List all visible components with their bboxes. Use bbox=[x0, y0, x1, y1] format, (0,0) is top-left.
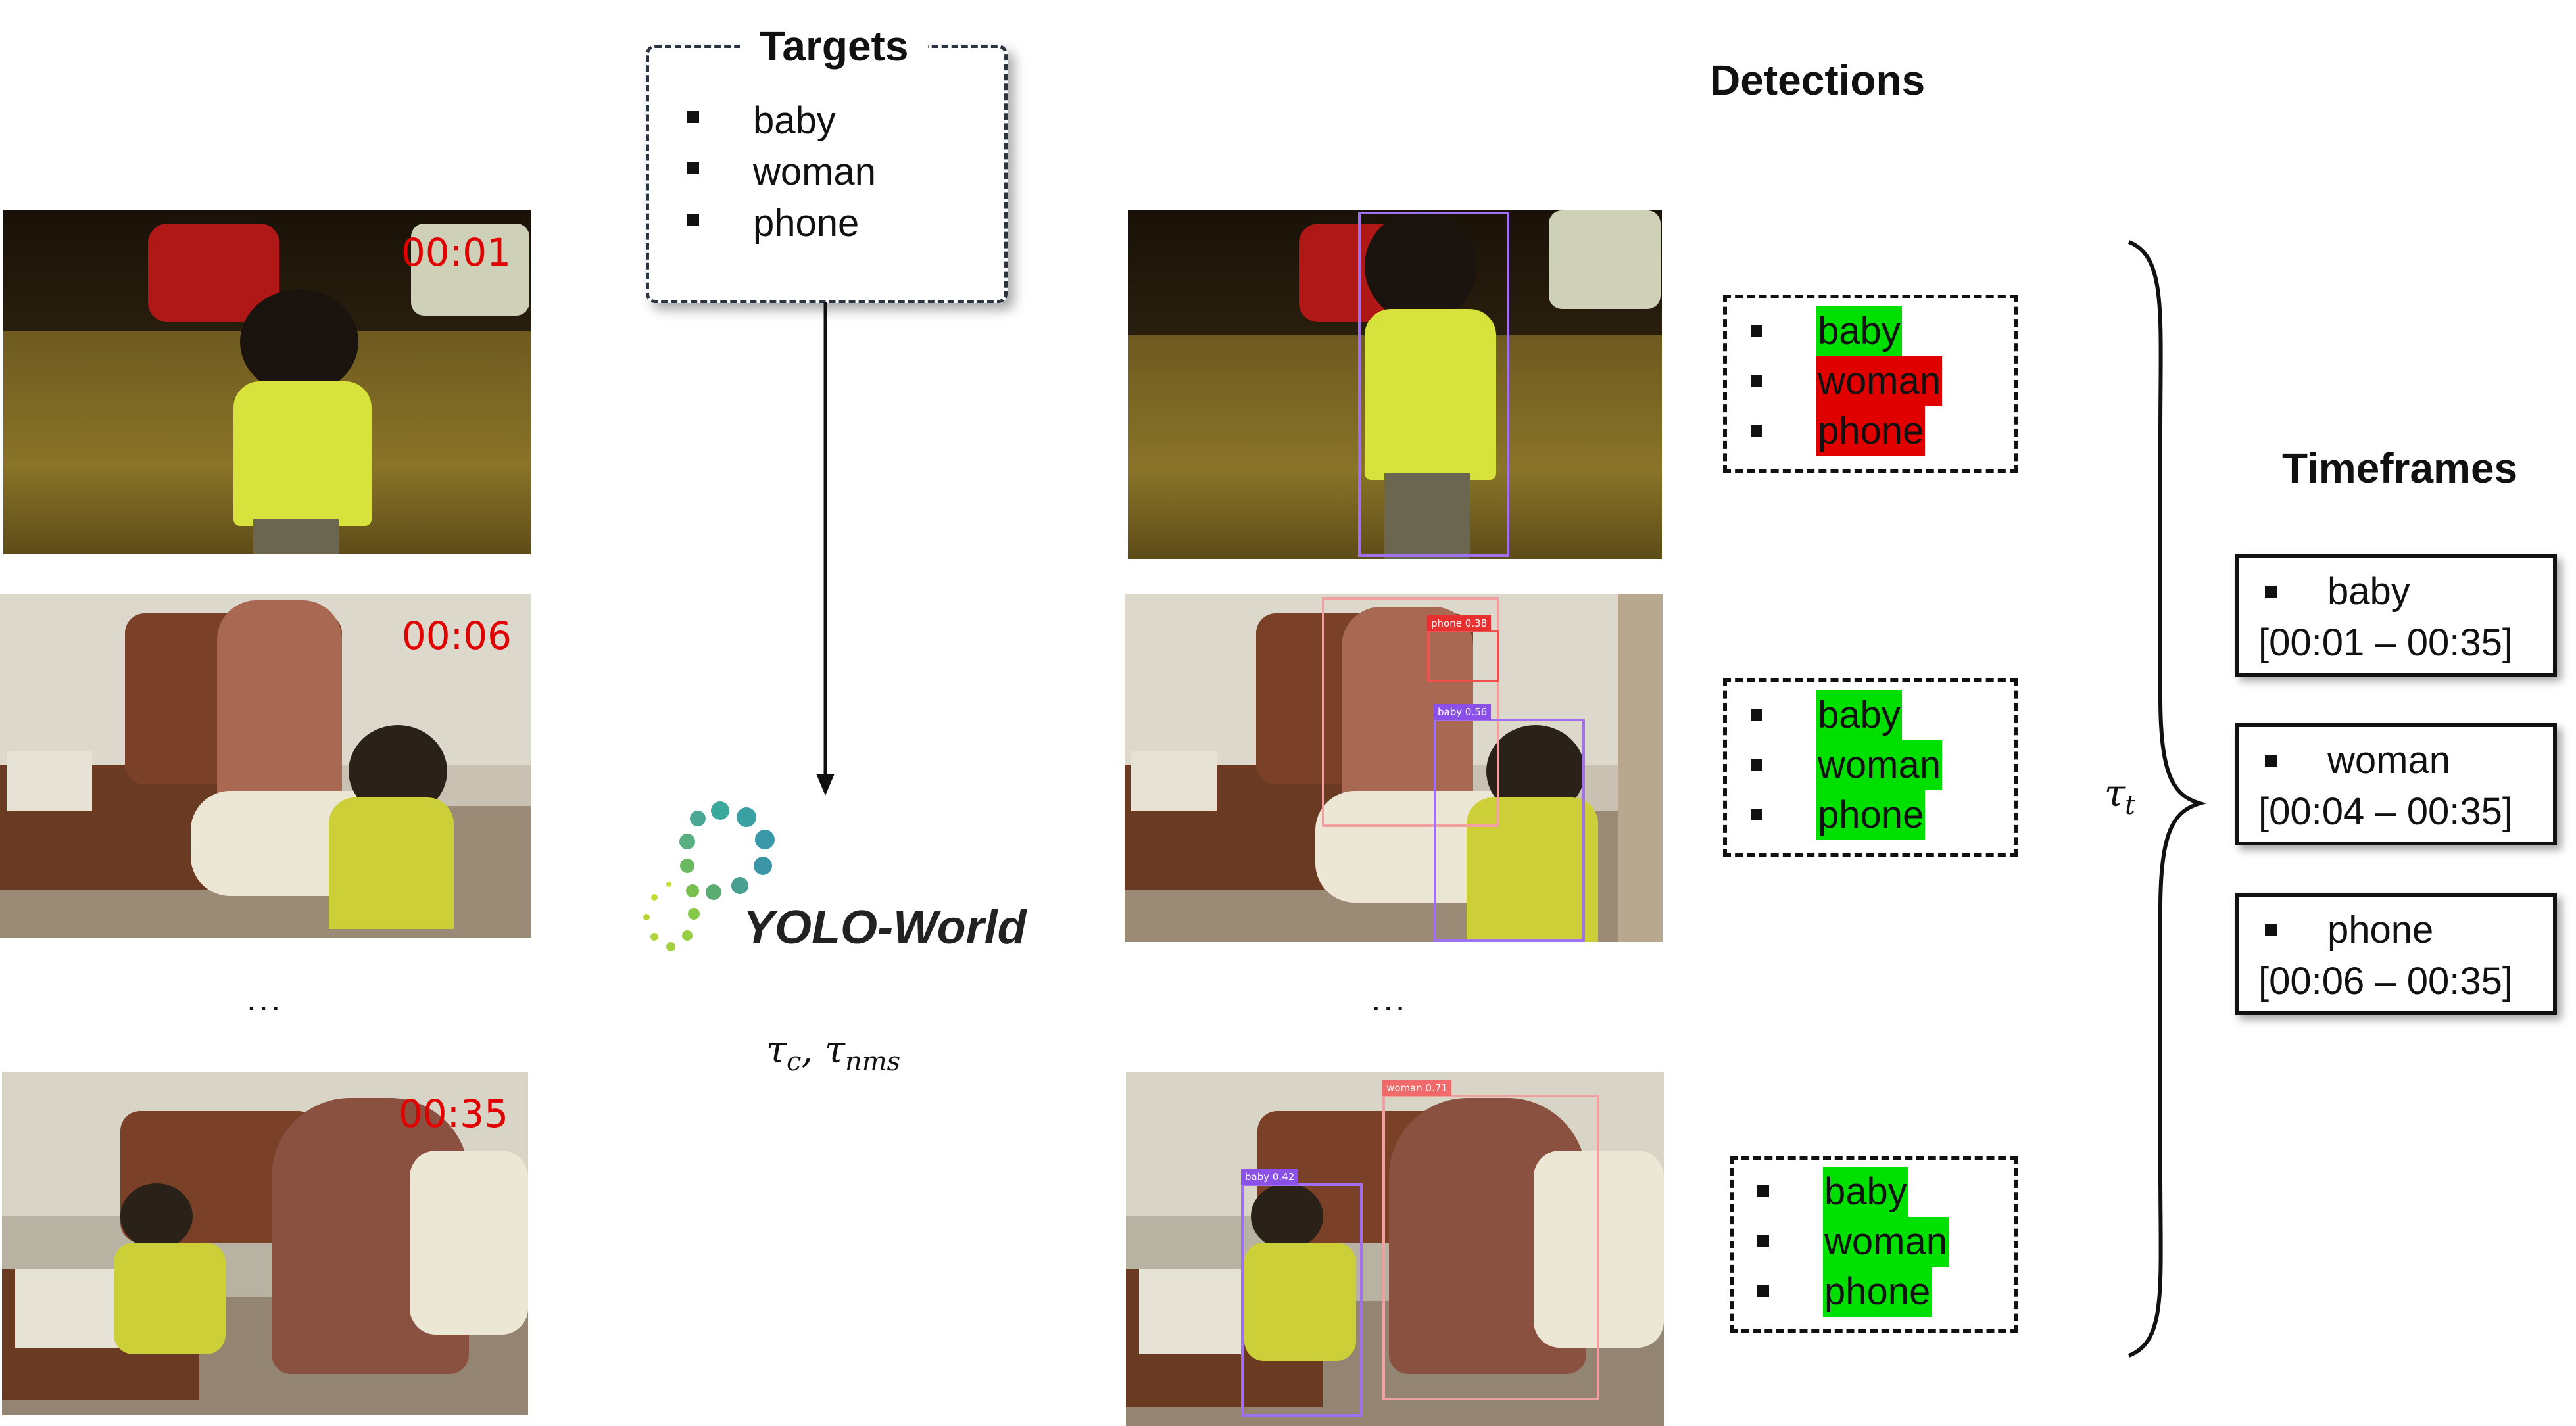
magazine-image bbox=[7, 751, 92, 811]
detections-box-3 bbox=[1730, 1156, 2018, 1333]
detection-bbox-woman bbox=[1322, 597, 1499, 827]
bullet-icon bbox=[1751, 809, 1762, 820]
detected-frame-1 bbox=[1128, 210, 1662, 559]
bbox-label: baby 0.56 bbox=[1434, 704, 1492, 720]
bullet-icon bbox=[1757, 1185, 1769, 1197]
baby-head-image bbox=[1251, 1183, 1323, 1249]
bullet-icon bbox=[1751, 709, 1762, 721]
bbox-label: woman 0.71 bbox=[1382, 1080, 1451, 1096]
bullet-icon bbox=[1751, 325, 1762, 337]
baby-pants-image bbox=[1384, 473, 1470, 559]
baby-shirt-image bbox=[233, 381, 372, 526]
bullet-icon bbox=[1757, 1235, 1769, 1247]
baby-head-image bbox=[120, 1183, 193, 1249]
timestamp-label: 00:35 bbox=[398, 1091, 508, 1136]
input-frame-1: 00:01 bbox=[3, 210, 531, 554]
bullet-icon bbox=[1751, 425, 1762, 437]
bullet-icon bbox=[2265, 586, 2277, 598]
ellipsis: ... bbox=[1371, 980, 1408, 1018]
detected-frame-3: woman 0.71 baby 0.42 bbox=[1126, 1072, 1664, 1426]
model-name: YOLO-World bbox=[743, 901, 1027, 954]
magazine-image bbox=[1131, 751, 1217, 811]
woman-image bbox=[217, 600, 342, 811]
timeframe-box-woman: woman [00:04 – 00:35] bbox=[2235, 723, 2557, 845]
detections-box-1 bbox=[1723, 295, 2018, 473]
threshold-label: τt bbox=[2104, 772, 2136, 820]
toy-image bbox=[411, 224, 529, 316]
timeframe-box-baby: baby [00:01 – 00:35] bbox=[2235, 554, 2557, 677]
baby-pants-image bbox=[253, 519, 339, 554]
detection-bbox-baby: baby 0.42 bbox=[1241, 1169, 1363, 1417]
detection-bbox-baby bbox=[1358, 212, 1509, 557]
input-frame-2: 00:06 bbox=[0, 594, 531, 938]
bullet-icon bbox=[687, 162, 699, 174]
timestamp-label: 00:06 bbox=[401, 613, 512, 658]
bbox-label: phone 0.38 bbox=[1427, 615, 1492, 631]
magazine-image bbox=[15, 1269, 120, 1348]
detection-bbox-woman: woman 0.71 bbox=[1382, 1080, 1599, 1400]
bbox-label: baby 0.42 bbox=[1241, 1169, 1299, 1185]
timestamp-label: 00:01 bbox=[401, 230, 511, 275]
input-frame-3: 00:35 bbox=[2, 1072, 528, 1415]
bullet-icon bbox=[2265, 924, 2277, 936]
detections-title: Detections bbox=[1710, 57, 1926, 104]
baby-head-image bbox=[240, 289, 358, 394]
detection-bbox-phone: phone 0.38 bbox=[1427, 615, 1499, 682]
baby-shirt-image bbox=[1244, 1243, 1356, 1361]
door-frame-image bbox=[1618, 594, 1663, 942]
baby-shirt-image bbox=[329, 797, 454, 929]
bullet-icon bbox=[687, 214, 699, 226]
armchair-image bbox=[410, 1151, 528, 1335]
ellipsis: ... bbox=[247, 980, 283, 1018]
right-brace-icon bbox=[2127, 240, 2206, 1358]
detected-frame-2: phone 0.38 baby 0.56 bbox=[1125, 594, 1663, 942]
bullet-icon bbox=[2265, 755, 2277, 767]
bullet-icon bbox=[1757, 1285, 1769, 1297]
yolo-world-logo-icon bbox=[643, 801, 775, 951]
detection-bbox-baby: baby 0.56 bbox=[1434, 704, 1585, 942]
bullet-icon bbox=[1751, 759, 1762, 771]
baby-shirt-image bbox=[114, 1243, 226, 1354]
bullet-icon bbox=[687, 111, 699, 123]
targets-title: Targets bbox=[740, 16, 929, 76]
baby-shirt-image bbox=[1467, 797, 1598, 942]
bullet-icon bbox=[1751, 375, 1762, 387]
toy-image bbox=[1549, 210, 1661, 309]
detections-box-2 bbox=[1723, 678, 2018, 857]
model-params: τc, τnms bbox=[766, 1029, 901, 1077]
flow-arrow bbox=[816, 302, 835, 796]
magazine-image bbox=[1139, 1269, 1244, 1354]
baby-head-image bbox=[1365, 210, 1476, 322]
timeframe-box-phone: phone [00:06 – 00:35] bbox=[2235, 893, 2557, 1015]
baby-shirt-image bbox=[1365, 309, 1496, 480]
timeframes-title: Timeframes bbox=[2282, 444, 2518, 492]
